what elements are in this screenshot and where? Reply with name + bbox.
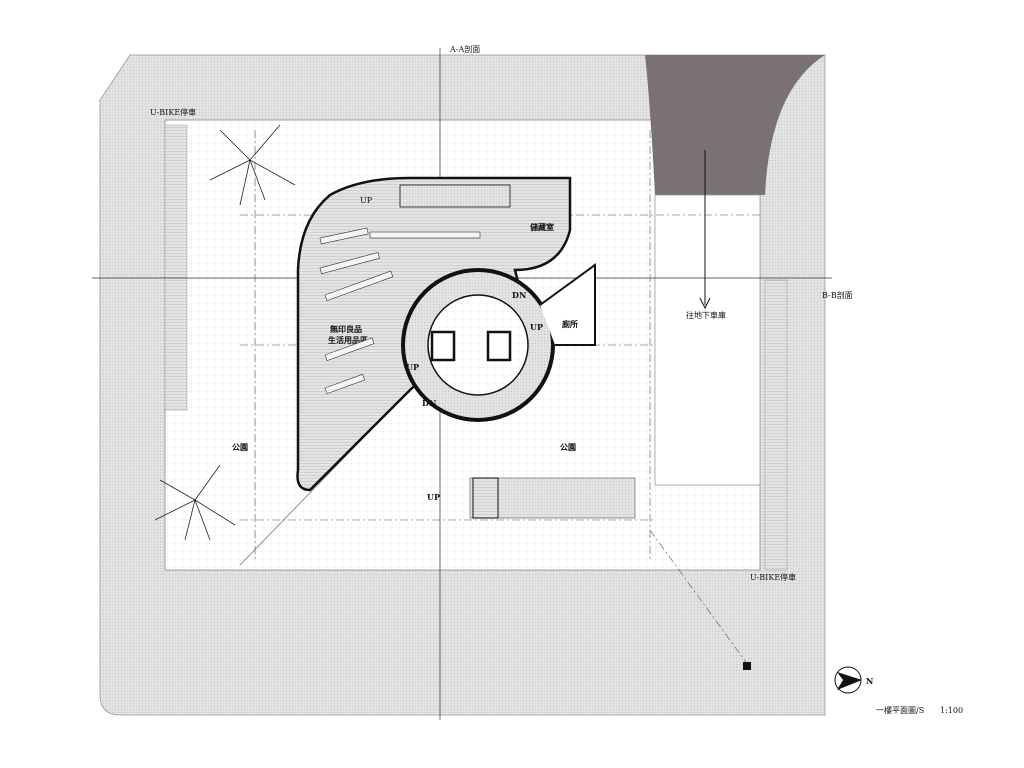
ubike-label-top: U-BIKE停車	[150, 107, 196, 117]
park-label-right: 公園	[560, 442, 576, 452]
tree-icon	[154, 464, 236, 541]
up-label-left: UP	[406, 362, 419, 372]
elevator-left	[430, 330, 456, 362]
dn-label-bottom: DN	[422, 398, 436, 408]
section-aa-label: A-A剖面	[449, 44, 480, 54]
drawing-title: 一樓平面圖/S	[876, 705, 924, 715]
toilet-label: 廁所	[562, 319, 578, 329]
marker	[743, 662, 751, 670]
section-bb-label: B-B剖面	[822, 290, 853, 300]
park-label-left: 公園	[232, 442, 248, 452]
lower-stair	[472, 477, 499, 519]
ramp-arrow-head	[699, 297, 711, 310]
up-label-lower: UP	[427, 492, 440, 502]
ubike-rack-left	[164, 124, 188, 411]
garage-lane	[654, 194, 761, 486]
store-stair	[399, 184, 511, 208]
elevator-right	[486, 330, 512, 362]
garage-ramp	[645, 55, 825, 195]
drawing-scale: 1:100	[940, 706, 963, 715]
up-label-right: UP	[530, 322, 543, 332]
north-label: N	[866, 676, 873, 686]
core-inner	[427, 294, 529, 396]
muji-label-1: 無印良品	[330, 324, 362, 334]
ubike-rack-right	[764, 279, 788, 571]
shelves	[319, 227, 481, 395]
storage-label: 儲藏室	[529, 222, 554, 232]
tree-icon	[209, 124, 296, 206]
to-garage-label: 往地下車庫	[686, 310, 726, 320]
muji-label-2: 生活用品區	[328, 335, 368, 345]
north-arrow-head	[837, 672, 862, 690]
up-label-store: UP	[360, 196, 373, 205]
toilet-room	[539, 263, 596, 346]
ubike-label-bottom: U-BIKE停車	[750, 572, 796, 582]
dn-label-top: DN	[512, 290, 526, 300]
